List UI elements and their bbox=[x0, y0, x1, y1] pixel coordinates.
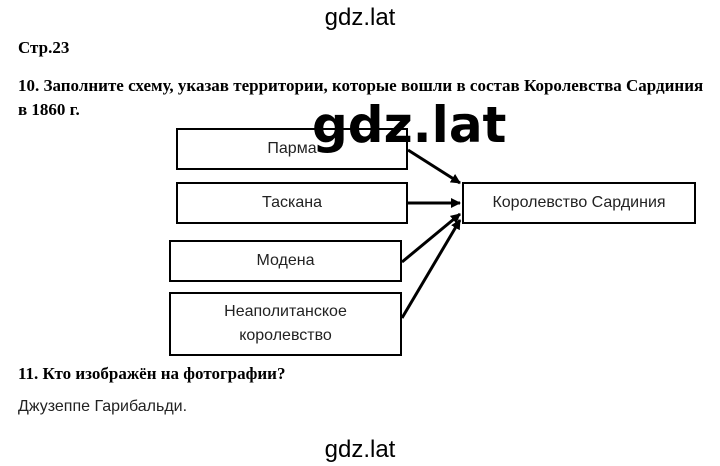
box-taskana: Таскана bbox=[176, 182, 408, 224]
watermark-center: gdz.lat bbox=[312, 96, 507, 154]
box-kingdom-sardinia-label: Королевство Сардиния bbox=[492, 194, 666, 211]
page-number: Стр.23 bbox=[18, 38, 70, 57]
arrow-parma bbox=[407, 148, 461, 185]
arrow-naples bbox=[400, 219, 462, 319]
box-parma-label: Парма bbox=[267, 140, 317, 157]
box-naples-label: Неаполитанское королевство bbox=[224, 303, 347, 344]
box-taskana-label: Таскана bbox=[262, 194, 322, 211]
task-10-prompt: 10. Заполните схему, указав территории, … bbox=[18, 76, 704, 119]
box-modena-label: Модена bbox=[256, 252, 315, 269]
box-modena: Модена bbox=[169, 240, 402, 282]
task-11-prompt: 11. Кто изображён на фотографии? bbox=[18, 364, 286, 383]
watermark-top: gdz.lat bbox=[324, 4, 396, 31]
box-naples: Неаполитанское королевство bbox=[169, 292, 402, 356]
watermark-bottom: gdz.lat bbox=[324, 436, 396, 463]
box-kingdom-sardinia: Королевство Сардиния bbox=[462, 182, 696, 224]
arrow-modena bbox=[401, 212, 461, 264]
task-11-answer: Джузеппе Гарибальди. bbox=[18, 398, 188, 415]
box-parma: Парма bbox=[176, 128, 408, 170]
